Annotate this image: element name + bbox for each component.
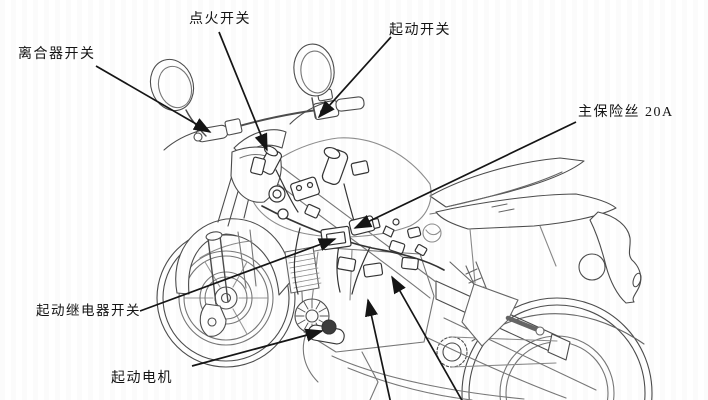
label-main-fuse: 主保险丝 20A: [578, 105, 674, 120]
left-mirror: [149, 58, 207, 137]
label-clutch-switch: 离合器开关: [18, 47, 96, 62]
leader-line-clutch-switch: [95, 65, 212, 133]
label-starter-relay-switch: 起动继电器开关: [36, 303, 141, 318]
motorcycle-drawing: [149, 43, 653, 400]
leader-bottom-right: [391, 275, 463, 400]
label-starter-switch: 起动开关: [389, 23, 451, 38]
label-starter-motor: 起动电机: [111, 371, 173, 386]
leader-line-starter-motor: [191, 328, 324, 367]
starter-relay-part: [320, 225, 352, 251]
label-ignition-switch: 点火开关: [189, 12, 251, 27]
right-mirror: [293, 43, 335, 119]
engine: [284, 246, 435, 383]
ignition-switch-part: [259, 145, 283, 175]
leader-line-ignition-switch: [218, 31, 268, 152]
leader-bottom-left: [365, 298, 391, 400]
tail-section: [429, 157, 642, 304]
leader-line-starter-switch: [317, 36, 392, 119]
leader-line-main-fuse: [353, 121, 577, 229]
fuel-tank: [247, 137, 432, 238]
callout-leader-lines: [95, 31, 577, 400]
leader-line-starter-relay-switch: [139, 238, 337, 312]
footpeg-bracket: [449, 261, 545, 347]
